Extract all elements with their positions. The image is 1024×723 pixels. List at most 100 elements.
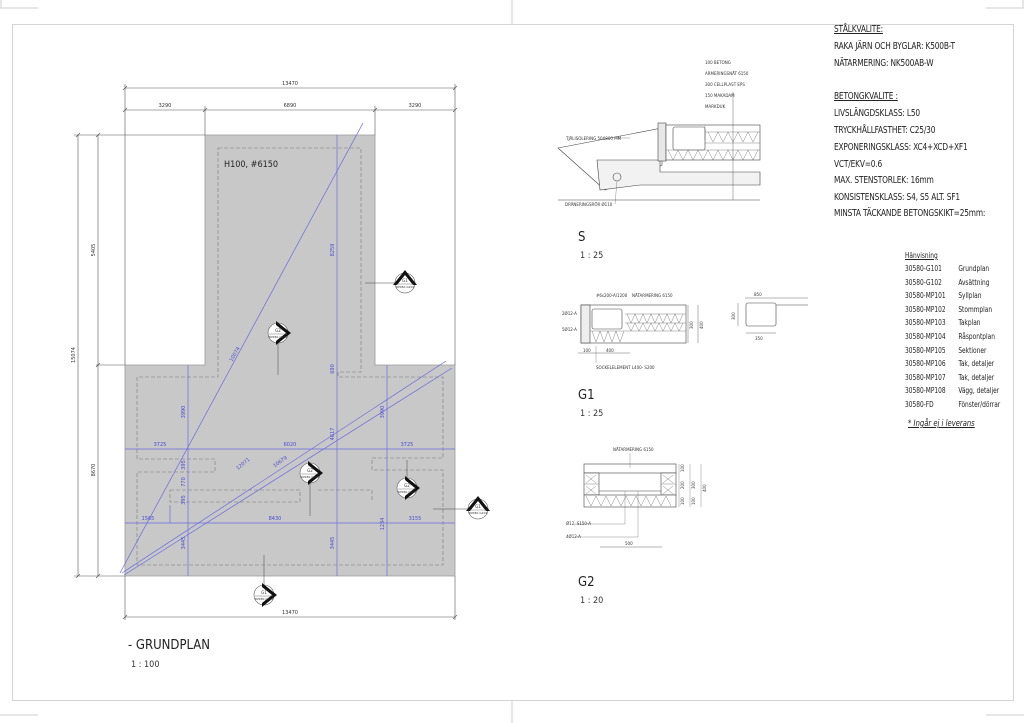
concrete-quality-line: KONSISTENSKLASS: S4, S5 ALT. SF1 <box>834 192 960 203</box>
svg-text:30580-G201: 30580-G201 <box>269 335 288 339</box>
svg-text:30580-G201: 30580-G201 <box>398 490 417 494</box>
section-g2-title: G2 <box>578 575 595 590</box>
plan-title: - GRUNDPLAN <box>128 638 211 653</box>
svg-text:300 CELLPLAST EPS: 300 CELLPLAST EPS <box>705 82 745 87</box>
top-dimensions <box>122 84 458 365</box>
reference-name: Sektioner <box>958 345 987 355</box>
svg-text:G1: G1 <box>261 590 267 595</box>
dim-small-g: 4617 <box>330 428 336 441</box>
dim-small-f: 690 <box>330 364 336 374</box>
section-marker-g2-middle[interactable]: G2 30580-G201 <box>299 461 323 516</box>
svg-text:500: 500 <box>625 541 633 546</box>
section-marker-g1-top[interactable]: G1 30580-G201 <box>365 270 417 294</box>
section-s-detail <box>557 92 761 205</box>
section-markers: G1 30580-G201 G2 30580-G201 G2 30580-G20… <box>253 270 490 607</box>
reference-name: Vägg, detaljer <box>958 386 1000 396</box>
section-marker-g1-right[interactable]: G1 30580-G201 <box>433 496 490 520</box>
svg-text:850: 850 <box>754 292 762 297</box>
section-marker-g2-upper[interactable]: G2 30580-G201 <box>267 321 291 375</box>
svg-text:200: 200 <box>680 481 685 489</box>
references-note: * Ingår ej i leverans <box>908 419 975 429</box>
section-s-scale: 1 : 25 <box>580 251 604 261</box>
svg-text:NÄTARMERING 6150: NÄTARMERING 6150 <box>632 293 673 298</box>
section-g2-labels: NÄTARMERING 6150 Ø12, S150-A 4Ø12-A 100 … <box>566 447 707 546</box>
dim-h-low-mid: 8430 <box>269 516 282 522</box>
svg-text:30580-G201: 30580-G201 <box>255 597 274 601</box>
dim-h-low-left: 1565 <box>142 516 155 522</box>
reference-name: Råspontplan <box>958 332 995 341</box>
svg-text:30580-G201: 30580-G201 <box>469 511 488 515</box>
dim-v-upper: 8259 <box>330 244 336 257</box>
concrete-quality-line: LIVSLÄNGDSKLASS: L50 <box>834 108 920 119</box>
section-s-labels: 100 BETONG ARMERINGSNÄT 6150 300 CELLPLA… <box>565 60 749 207</box>
concrete-quality-line: TRYCKHÅLLFASTHET: C25/30 <box>834 125 936 136</box>
reference-code: 30580-MP108 <box>905 386 946 396</box>
concrete-quality-line: VCT/EKV=0.6 <box>834 159 883 170</box>
svg-text:300: 300 <box>689 321 694 329</box>
dim-small-d: 3445 <box>181 537 187 550</box>
dim-left-lower: 8670 <box>91 464 97 477</box>
dim-h-mid: 6020 <box>284 442 297 448</box>
concrete-quality-line: MINSTA TÄCKANDE BETONGSKIKT=25mm: <box>834 208 986 219</box>
svg-text:100: 100 <box>691 497 696 505</box>
svg-text:400: 400 <box>702 484 707 492</box>
svg-text:G2: G2 <box>404 483 410 488</box>
section-s-title: S <box>578 230 586 245</box>
dim-v-mid-a: 3990 <box>181 406 187 419</box>
reference-item: 30580-MP105 Sektioner <box>905 346 986 355</box>
svg-text:4Ø12-A: 4Ø12-A <box>566 534 581 539</box>
svg-text:150 MAKADAM: 150 MAKADAM <box>705 93 735 98</box>
svg-text:100: 100 <box>680 497 685 505</box>
reference-code: 30580-MP101 <box>905 291 946 301</box>
blue-dimension-lines <box>119 122 455 576</box>
drawing-sheet-border <box>12 24 1014 701</box>
svg-text:300: 300 <box>731 312 736 320</box>
concrete-quality-heading: BETONGKVALITE : <box>834 91 898 102</box>
section-g2-scale: 1 : 20 <box>580 596 604 606</box>
dim-bottom-total: 13470 <box>282 610 298 616</box>
bottom-dimensions <box>122 576 458 620</box>
slab-outline <box>124 134 456 577</box>
dim-small-e: 3445 <box>330 537 336 550</box>
svg-text:G2: G2 <box>307 468 313 473</box>
dim-top-right: 3290 <box>409 103 422 109</box>
section-marker-g2-right[interactable]: G2 30580-G201 <box>396 460 420 500</box>
reference-name: Stommplan <box>958 304 993 314</box>
dim-h-right: 3725 <box>401 442 414 448</box>
left-dimensions <box>74 132 205 579</box>
svg-text:MARKDUK: MARKDUK <box>705 104 726 109</box>
dim-small-b: 395 <box>181 460 187 470</box>
dim-top-total: 13470 <box>282 81 298 87</box>
svg-text:ARMERINGSNÄT 6150: ARMERINGSNÄT 6150 <box>705 71 749 76</box>
reference-code: 30580-MP104 <box>905 332 946 341</box>
svg-text:100 BETONG: 100 BETONG <box>705 60 731 65</box>
reference-code: 30580-MP105 <box>905 345 946 355</box>
reference-code: 30580-G101 <box>905 264 942 273</box>
reference-item: 30580-MP108 Vägg, detaljer <box>905 386 999 395</box>
svg-text:G2: G2 <box>275 328 281 333</box>
svg-text:G1: G1 <box>475 504 481 509</box>
section-g1-labels: #6s200-A/1200 NÄTARMERING 6150 SOCKELELE… <box>562 292 763 370</box>
reference-name: Fönster/dörrar <box>958 400 1001 409</box>
svg-text:400: 400 <box>699 321 704 329</box>
dim-left-upper: 5405 <box>91 244 97 257</box>
reference-name: Tak, detaljer <box>958 359 995 369</box>
inner-beam-lines <box>136 147 444 566</box>
svg-text:30580-G201: 30580-G201 <box>301 475 320 479</box>
section-g1-title: G1 <box>578 388 595 403</box>
reference-item: 30580-MP101 Syllplan <box>905 291 981 300</box>
reference-name: Tak, detaljer <box>958 372 995 382</box>
steel-quality-line: NÄTARMERING: NK500AB-W <box>834 58 934 69</box>
reference-code: 30580-MP107 <box>905 372 946 382</box>
svg-text:TJÄLISOLERING 50X800 MM: TJÄLISOLERING 50X800 MM <box>565 136 622 141</box>
concrete-quality-line: EXPONERINGSKLASS: XC4+XCD+XF1 <box>834 142 968 153</box>
dim-top-left: 3290 <box>159 103 172 109</box>
reference-name: Syllplan <box>958 291 982 301</box>
section-marker-g1-bottom[interactable]: G1 30580-G201 <box>253 555 277 607</box>
svg-text:Ø12, S150-A: Ø12, S150-A <box>566 521 591 526</box>
